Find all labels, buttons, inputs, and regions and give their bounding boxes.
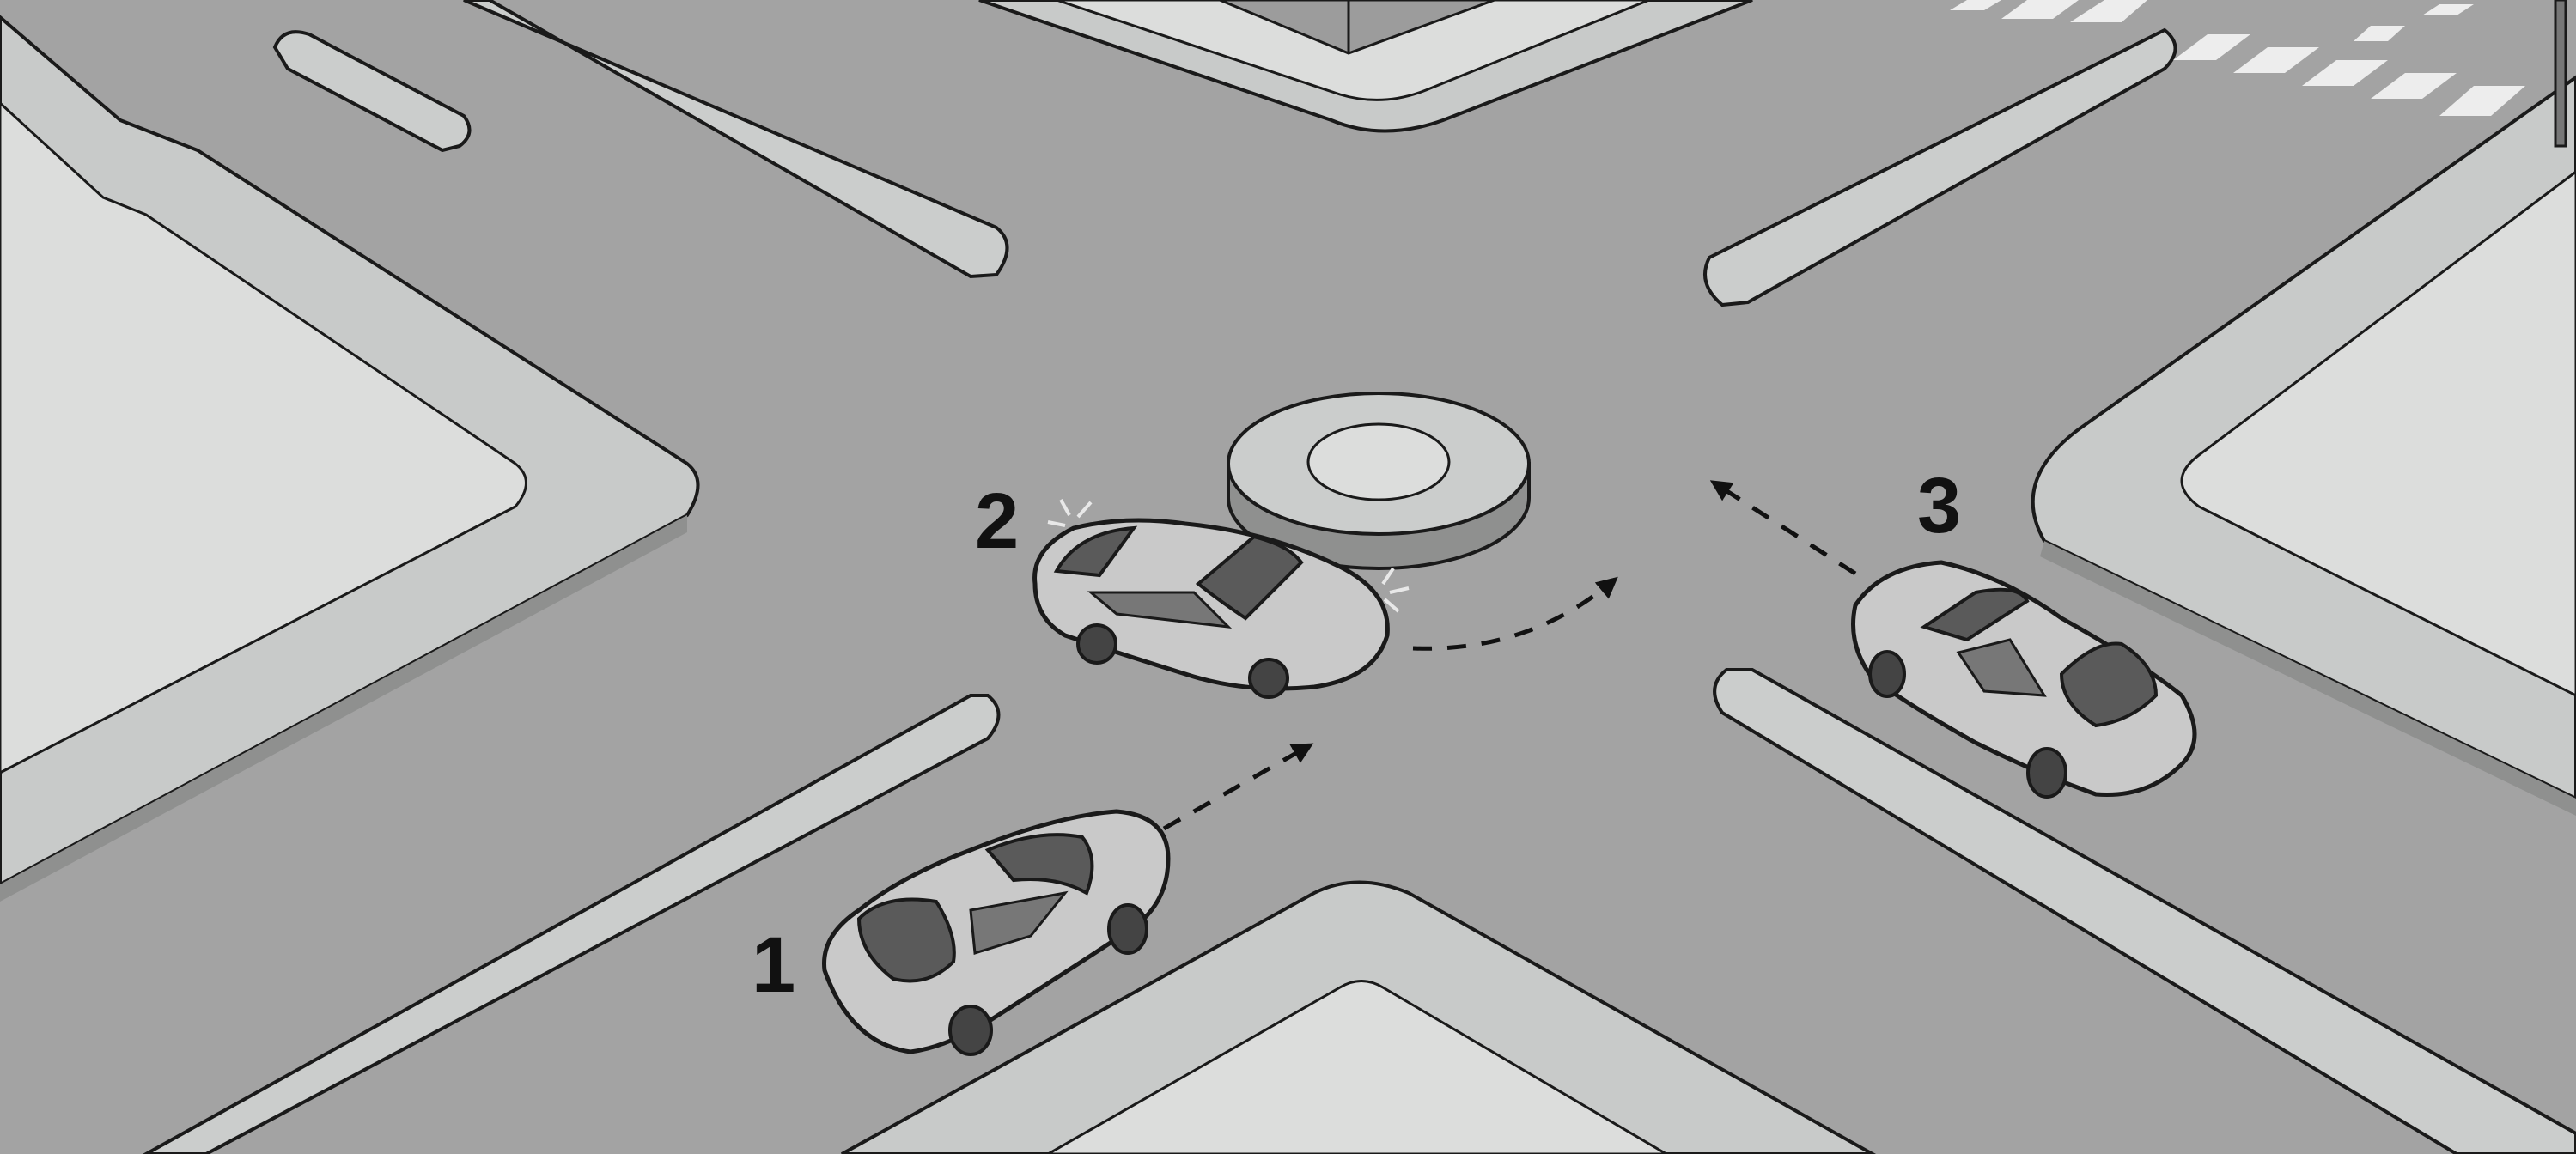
car-2-path-arrow: [1412, 576, 1618, 651]
car-icon: [1032, 499, 1410, 699]
motion-arrows: [1162, 480, 1857, 831]
indicator-flash-icon: [1047, 499, 1410, 613]
car-3-number-label: 3: [1917, 462, 1961, 550]
car-1: 1: [752, 809, 1171, 1056]
car-icon: [822, 809, 1171, 1056]
corner-block-bottom-center: [841, 880, 1877, 1154]
crosswalk: [1950, 0, 2525, 116]
car-1-number-label: 1: [752, 921, 795, 1009]
car-3: 3: [1851, 462, 2197, 799]
medians: [142, 0, 2576, 1154]
car-3-path-arrow: [1709, 480, 1857, 576]
car-2: 2: [975, 477, 1410, 699]
car-icon: [1851, 560, 2197, 799]
corner-block-top-right: [2031, 75, 2576, 816]
corner-block-top-left: [0, 15, 700, 902]
pole: [2554, 0, 2567, 148]
central-roundabout: [1227, 392, 1531, 570]
corner-block-top-center: [978, 0, 1753, 133]
car-2-number-label: 2: [975, 477, 1019, 565]
car-1-path-arrow: [1162, 743, 1314, 831]
